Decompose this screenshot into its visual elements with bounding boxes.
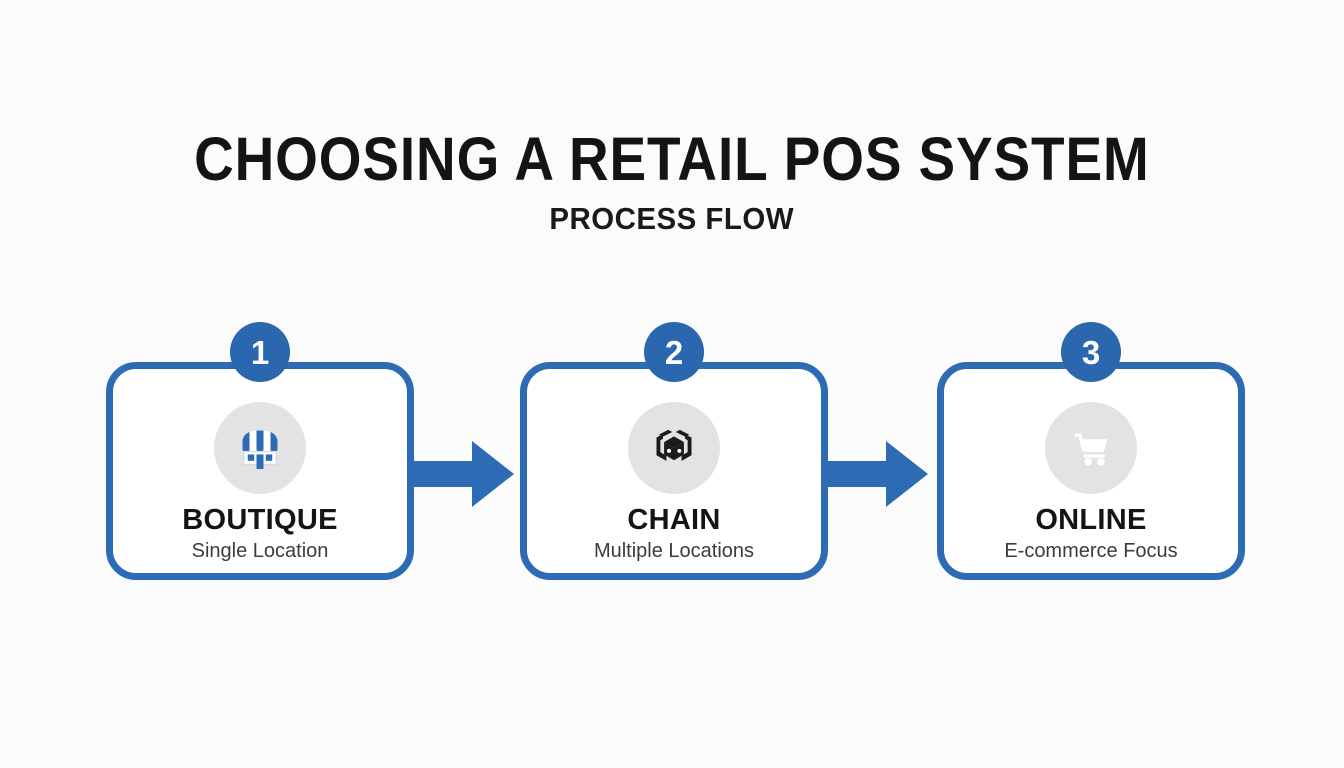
step-number: 1 <box>250 333 270 371</box>
page-subtitle: PROCESS FLOW <box>0 201 1344 237</box>
arrow-right-icon <box>824 441 928 507</box>
storefront-icon <box>214 402 306 494</box>
step-description: E-commerce Focus <box>1004 539 1178 562</box>
step-number-badge: 2 <box>644 322 704 382</box>
step-number-badge: 1 <box>230 322 290 382</box>
page-title: CHOOSING A RETAIL POS SYSTEM <box>0 124 1344 194</box>
step-number: 2 <box>664 333 684 371</box>
step-box-chain: 2 CHAIN Multiple Locations <box>520 322 828 580</box>
chain-stores-icon <box>628 402 720 494</box>
step-box-boutique: 1 <box>106 322 414 580</box>
step-description: Multiple Locations <box>593 539 755 562</box>
step-box-online: 3 ONLINE E-commerce Focus <box>937 322 1245 580</box>
page-subtitle-text: PROCESS FLOW <box>549 201 795 236</box>
shopping-cart-icon <box>1045 402 1137 494</box>
step-description: Single Location <box>191 539 329 562</box>
step-number-badge: 3 <box>1061 322 1121 382</box>
step-label: BOUTIQUE <box>182 504 338 536</box>
page-title-text: CHOOSING A RETAIL POS SYSTEM <box>194 125 1150 193</box>
step-number: 3 <box>1081 333 1101 371</box>
step-label: ONLINE <box>1035 504 1147 536</box>
step-label: CHAIN <box>627 504 721 536</box>
arrow-right-icon <box>410 441 514 507</box>
